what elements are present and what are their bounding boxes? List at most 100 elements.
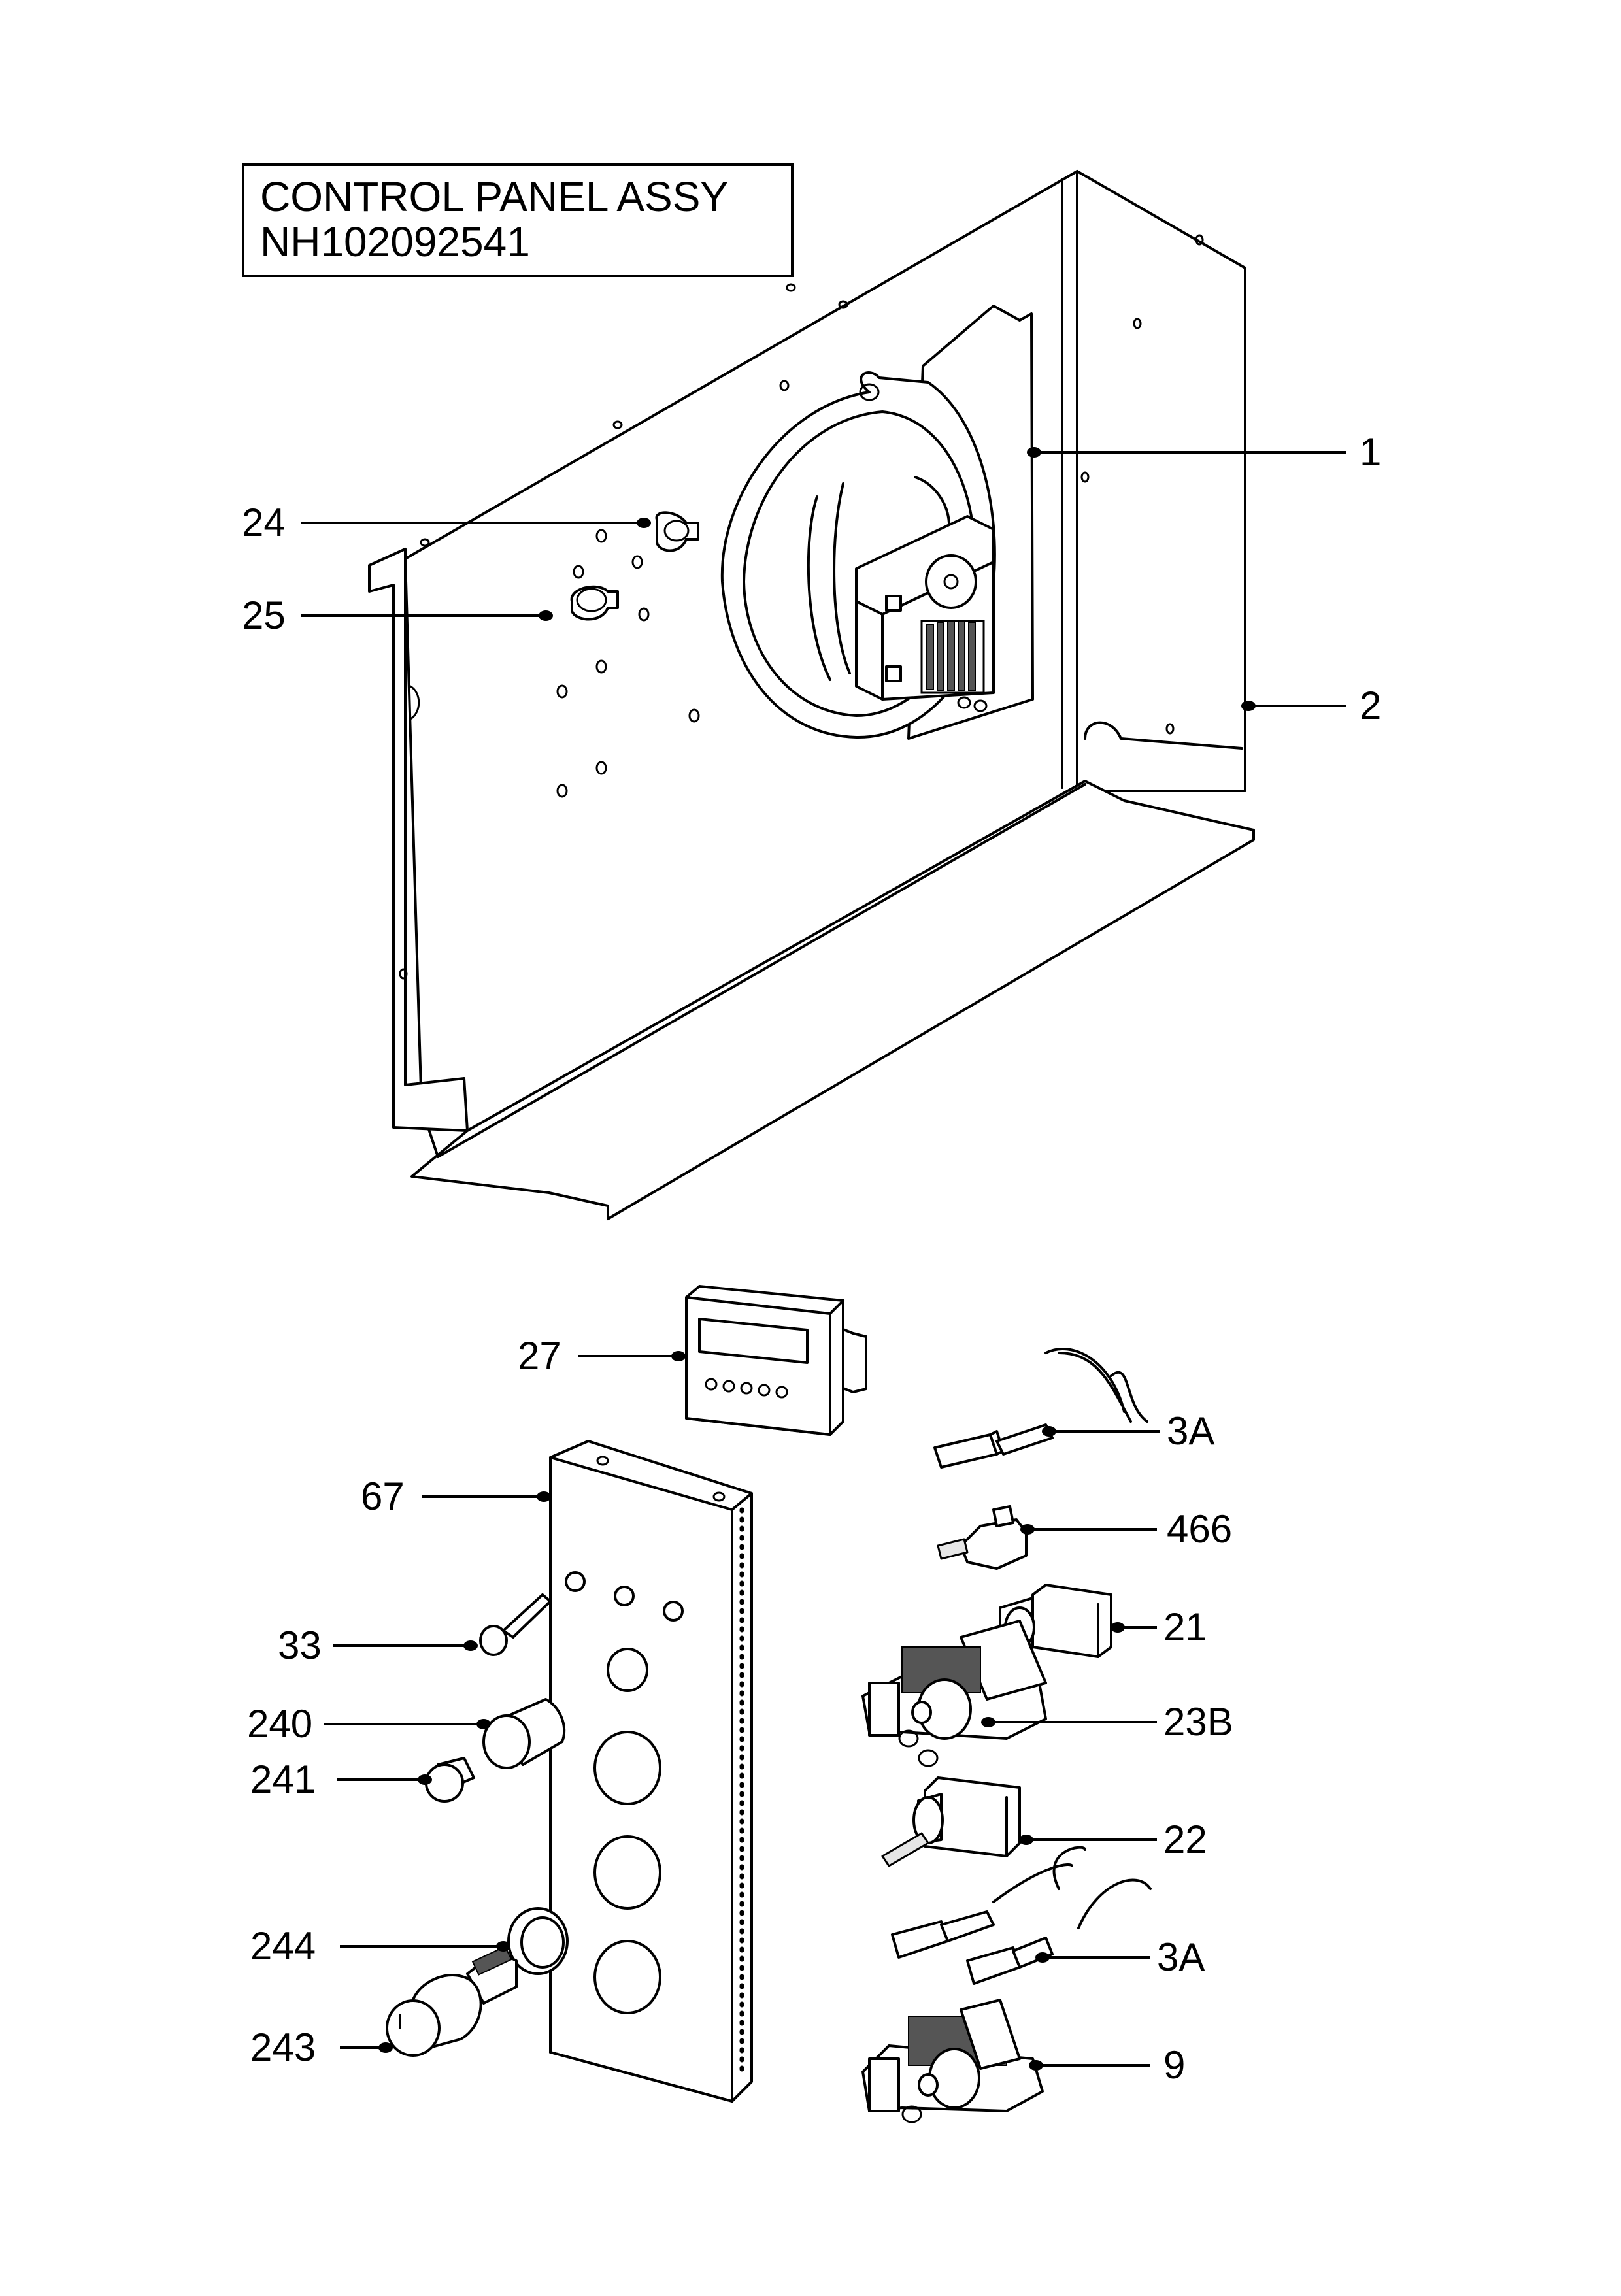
illuminated-knob-face [386, 1999, 441, 2057]
lamp-holders-bottom-wires [992, 1846, 1152, 1929]
selector-switch-23b [861, 1620, 1047, 1767]
motor-hub [925, 554, 977, 609]
callout-label: 3A [1157, 1935, 1205, 1979]
motor-bracket-side [855, 600, 884, 701]
housing-hole [779, 380, 790, 391]
thermostat-24-body [655, 511, 699, 552]
housing-side-wall [1076, 170, 1246, 792]
switch-23b-foot [918, 1749, 939, 1767]
timer-button [705, 1378, 718, 1391]
front-fascia-panel [549, 1440, 753, 2103]
thermostat-25 [570, 585, 619, 621]
screw-shank [502, 1593, 552, 1639]
lamp-holder-top-plug [933, 1433, 998, 1469]
callout-21: 21 [1111, 1605, 1207, 1649]
callout-2: 2 [1241, 684, 1381, 727]
housing-side-cutout [1084, 721, 1243, 750]
callout-243: 243 [250, 2025, 393, 2069]
housing-hole [838, 300, 848, 309]
motor-screw [885, 595, 902, 612]
callout-label: 21 [1163, 1605, 1207, 1649]
fascia-indicator-hole [565, 1571, 586, 1592]
small-control-knob [425, 1757, 475, 1803]
lamp-holder-plug-b [966, 1946, 1021, 1985]
switch-22-shaft [881, 1832, 929, 1867]
housing-hole [688, 708, 700, 723]
callout-label: 22 [1163, 1818, 1207, 1861]
fascia-top-hole [596, 1456, 609, 1466]
callout-23b: 23B [981, 1700, 1233, 1744]
lamp-holder-top [933, 1348, 1148, 1469]
title-box: CONTROL PANEL ASSY NH102092541 [242, 163, 794, 277]
housing-hole [556, 784, 568, 798]
terminal-block [937, 1505, 1028, 1570]
switch-22-housing [924, 1776, 1021, 1857]
switch-9-spindle [918, 2073, 939, 2097]
fascia-knob-hole [593, 1835, 661, 1910]
switch-9-rear-plate [960, 1999, 1021, 2070]
bezel-ring-outer [507, 1907, 569, 1975]
terminal-pin [937, 1538, 969, 1560]
callout-33: 33 [278, 1623, 478, 1667]
callout-label: 466 [1167, 1507, 1232, 1551]
timer-front-bezel [685, 1296, 831, 1436]
digital-timer [685, 1285, 867, 1436]
fascia-knob-hole [593, 1940, 661, 2014]
terminal-block-body [960, 1518, 1028, 1570]
illuminated-knob-contacts [471, 1945, 512, 1976]
housing-hole [1080, 471, 1090, 483]
lamp-holder-plug-a [891, 1920, 949, 1959]
timer-button [775, 1386, 788, 1399]
motor-screw [885, 665, 902, 682]
timer-bezel-edge [829, 1299, 844, 1315]
title-line-1: CONTROL PANEL ASSY [260, 173, 728, 220]
callout-22: 22 [1019, 1818, 1207, 1861]
housing-flange-notch [409, 685, 420, 720]
lamp-holder-stem-a [940, 1910, 995, 1942]
callout-label: 3A [1167, 1409, 1214, 1453]
motor-winding-coil [920, 620, 985, 694]
switch-23b-foot [898, 1729, 919, 1748]
housing-hole [595, 761, 607, 775]
timer-button [740, 1382, 753, 1395]
housing-hole [1165, 723, 1175, 735]
fixing-screw [479, 1593, 552, 1656]
control-knob-face [482, 1714, 531, 1769]
housing-hole [631, 555, 643, 569]
switch-9-cam [928, 2048, 980, 2109]
terminal-tab [992, 1505, 1014, 1527]
housing-bottom-tray [410, 780, 1255, 1220]
knob-bezel-ring [507, 1907, 569, 1975]
fascia-knob-hole-small [607, 1648, 648, 1692]
lamp-holder-wires [1044, 1348, 1148, 1423]
screw-head [479, 1625, 508, 1656]
callout-label: 27 [518, 1334, 561, 1378]
callout-label: 244 [250, 1924, 316, 1968]
lamp-holder-top-stem [995, 1423, 1054, 1456]
illuminated-knob [386, 1945, 518, 2057]
lamp-holder-stem-b [1012, 1937, 1054, 1969]
switch-23b-spindle [911, 1701, 932, 1724]
housing-hole [786, 283, 796, 292]
callout-244: 244 [250, 1924, 510, 1968]
housing-hole [1195, 234, 1204, 246]
thermostat-25-cap [576, 588, 607, 612]
housing-hole [612, 420, 623, 429]
motor-screw-bottom [973, 699, 988, 712]
fascia-top-hole [712, 1491, 726, 1502]
title-line-2: NH102092541 [260, 218, 530, 265]
blower-wheel-edge [914, 476, 950, 524]
selector-switch-22 [881, 1776, 1021, 1867]
switch-23b-body [868, 1682, 900, 1737]
housing-hole [638, 607, 650, 622]
blower-wheel-blades [807, 482, 851, 681]
callout-466: 466 [1020, 1507, 1232, 1551]
motor-shaft [943, 574, 959, 590]
callout-9: 9 [1029, 2043, 1185, 2087]
callout-label: 23B [1163, 1700, 1233, 1744]
callout-label: 240 [247, 1702, 312, 1746]
bezel-ring-inner [520, 1916, 565, 1969]
fascia-knob-hole [593, 1731, 661, 1805]
